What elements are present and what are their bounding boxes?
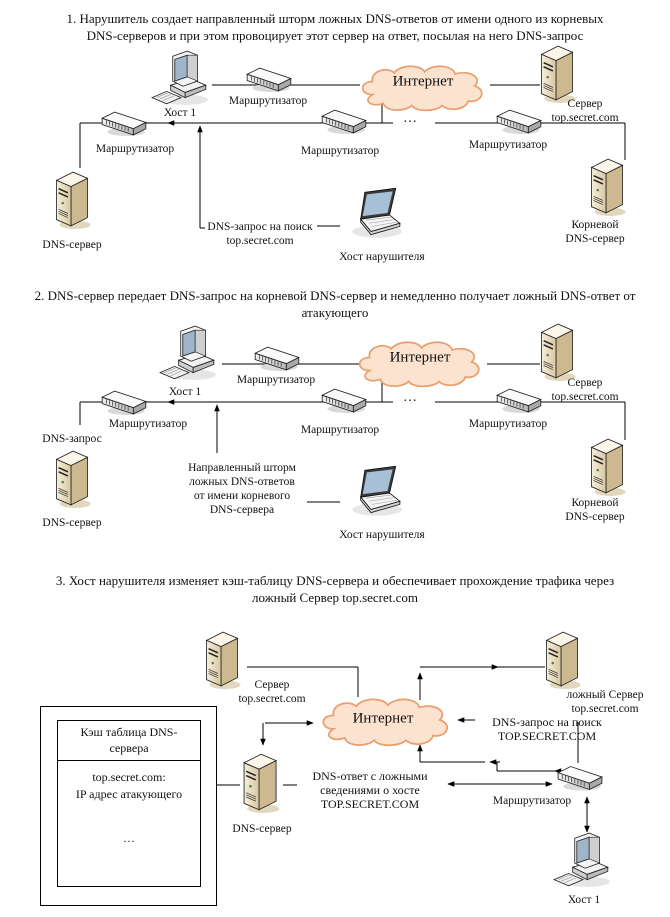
- step2-host1-label: Хост 1: [168, 386, 202, 398]
- step2-dns-query-label: DNS-запрос: [42, 433, 102, 445]
- step1-router-right-label: Маршрутизатор: [468, 139, 548, 151]
- step2-router-left-label: Маршрутизатор: [108, 418, 188, 430]
- router-icon[interactable]: [556, 763, 604, 793]
- step2-storm-line3: от имени корневого: [193, 490, 291, 502]
- step2-server-line1: Сервер: [567, 377, 603, 389]
- step1-caption: 1. Нарушитель создает направленный шторм…: [0, 10, 670, 44]
- step3-server-line2: top.secret.com: [238, 693, 306, 705]
- cache-entry-host: top.secret.com:: [92, 770, 166, 784]
- step2-storm-label: Направленный шторм ложных DNS-ответов от…: [188, 461, 296, 517]
- step1-server-label: Сервер top.secret.com: [551, 97, 618, 125]
- step1-internet-label: Интернет: [392, 73, 454, 90]
- step3-query-label: DNS-запрос на поиск TOP.SECRET.COM: [492, 715, 602, 743]
- cache-table-header: Кэш таблица DNS- сервера: [58, 721, 200, 761]
- step1-router-top-label: Маршрутизатор: [228, 95, 308, 107]
- step2-router-mid-label: Маршрутизатор: [300, 424, 380, 436]
- host1-desktop-icon[interactable]: [552, 832, 614, 890]
- step1-router-left-label: Маршрутизатор: [95, 143, 175, 155]
- step3-dns-server-label: DNS-сервер: [232, 823, 292, 835]
- step1-root-line2: DNS-сервер: [565, 233, 625, 245]
- step2-ellipsis: …: [403, 390, 417, 405]
- cache-title-line1: Кэш таблица DNS-: [80, 725, 178, 739]
- step3-query-line1: DNS-запрос на поиск: [492, 715, 602, 729]
- cache-more: …: [123, 831, 135, 845]
- step3-fake-server-label: ложный Сервер top.secret.com: [567, 688, 644, 716]
- step1-ellipsis: …: [403, 111, 417, 126]
- dns-server-icon[interactable]: [237, 750, 281, 814]
- step3-caption-line2: ложный Сервер top.secret.com: [251, 590, 419, 605]
- step1-attacker-label: Хост нарушителя: [339, 251, 425, 263]
- step3-caption: 3. Хост нарушителя изменяет кэш-таблицу …: [0, 572, 670, 606]
- step2-root-line1: Корневой: [571, 497, 619, 509]
- step1-root-label: Корневой DNS-сервер: [565, 218, 624, 246]
- step3-fake-server-line2: top.secret.com: [571, 703, 639, 715]
- step2-attacker-label: Хост нарушителя: [339, 529, 425, 541]
- step3-fake-server-line1: ложный Сервер: [566, 689, 644, 701]
- step2-root-line2: DNS-сервер: [565, 511, 625, 523]
- step1-query-line1: DNS-запрос на поиск: [207, 221, 313, 233]
- step2-storm-line4: DNS-сервера: [209, 504, 275, 516]
- cache-entry: top.secret.com: IP адрес атакующего: [58, 769, 200, 803]
- step3-answer-label: DNS-ответ с ложными сведениями о хосте T…: [312, 769, 427, 811]
- step1-query-label: DNS-запрос на поиск top.secret.com: [207, 220, 312, 248]
- step1-dns-server-label: DNS-сервер: [42, 239, 102, 251]
- step2-router-top-label: Маршрутизатор: [236, 374, 316, 386]
- step1-query-line2: top.secret.com: [226, 235, 294, 247]
- cache-table: Кэш таблица DNS- сервера top.secret.com:…: [57, 720, 201, 887]
- step2-root-label: Корневой DNS-сервер: [565, 496, 624, 524]
- step3-host1-label: Хост 1: [567, 894, 601, 906]
- step2-server-label: Сервер top.secret.com: [551, 376, 618, 404]
- step1-host1-label: Хост 1: [163, 107, 197, 119]
- step1-root-line1: Корневой: [571, 219, 619, 231]
- step3-query-line2: TOP.SECRET.COM: [497, 729, 597, 743]
- step1-caption-line2: DNS-серверов и при этом провоцирует этот…: [86, 28, 584, 43]
- step2-caption-line2: атакующего: [301, 305, 369, 320]
- server-topsecret-icon[interactable]: [200, 628, 242, 690]
- fake-server-icon[interactable]: [540, 628, 582, 690]
- step2-storm-line2: ложных DNS-ответов: [189, 476, 295, 488]
- step3-answer-line2: сведениями о хосте: [320, 783, 420, 797]
- step2-caption: 2. DNS-сервер передает DNS-запрос на кор…: [0, 287, 670, 321]
- step3-caption-line1: 3. Хост нарушителя изменяет кэш-таблицу …: [55, 573, 615, 588]
- step2-caption-line1: 2. DNS-сервер передает DNS-запрос на кор…: [34, 288, 636, 303]
- step2-storm-line1: Направленный шторм: [188, 462, 296, 474]
- step1-server-line2: top.secret.com: [551, 112, 619, 124]
- step3-internet-label: Интернет: [352, 710, 414, 727]
- step3-answer-line1: DNS-ответ с ложными: [312, 769, 428, 783]
- step1-router-mid-label: Маршрутизатор: [300, 145, 380, 157]
- step2-internet-label: Интернет: [389, 349, 451, 366]
- step1-caption-line1: 1. Нарушитель создает направленный шторм…: [66, 11, 604, 26]
- step3-router-label: Маршрутизатор: [492, 795, 572, 807]
- step3-server-line1: Сервер: [254, 679, 290, 691]
- step2-router-right-label: Маршрутизатор: [468, 418, 548, 430]
- step2-server-line2: top.secret.com: [551, 391, 619, 403]
- cache-title-line2: сервера: [109, 741, 149, 755]
- cache-table-frame: [40, 706, 217, 906]
- step3-answer-line3: TOP.SECRET.COM: [320, 797, 420, 811]
- step2-dns-server-label: DNS-сервер: [42, 517, 102, 529]
- step3-server-label: Сервер top.secret.com: [238, 678, 305, 706]
- step1-server-line1: Сервер: [567, 98, 603, 110]
- cache-entry-ip: IP адрес атакующего: [75, 787, 183, 801]
